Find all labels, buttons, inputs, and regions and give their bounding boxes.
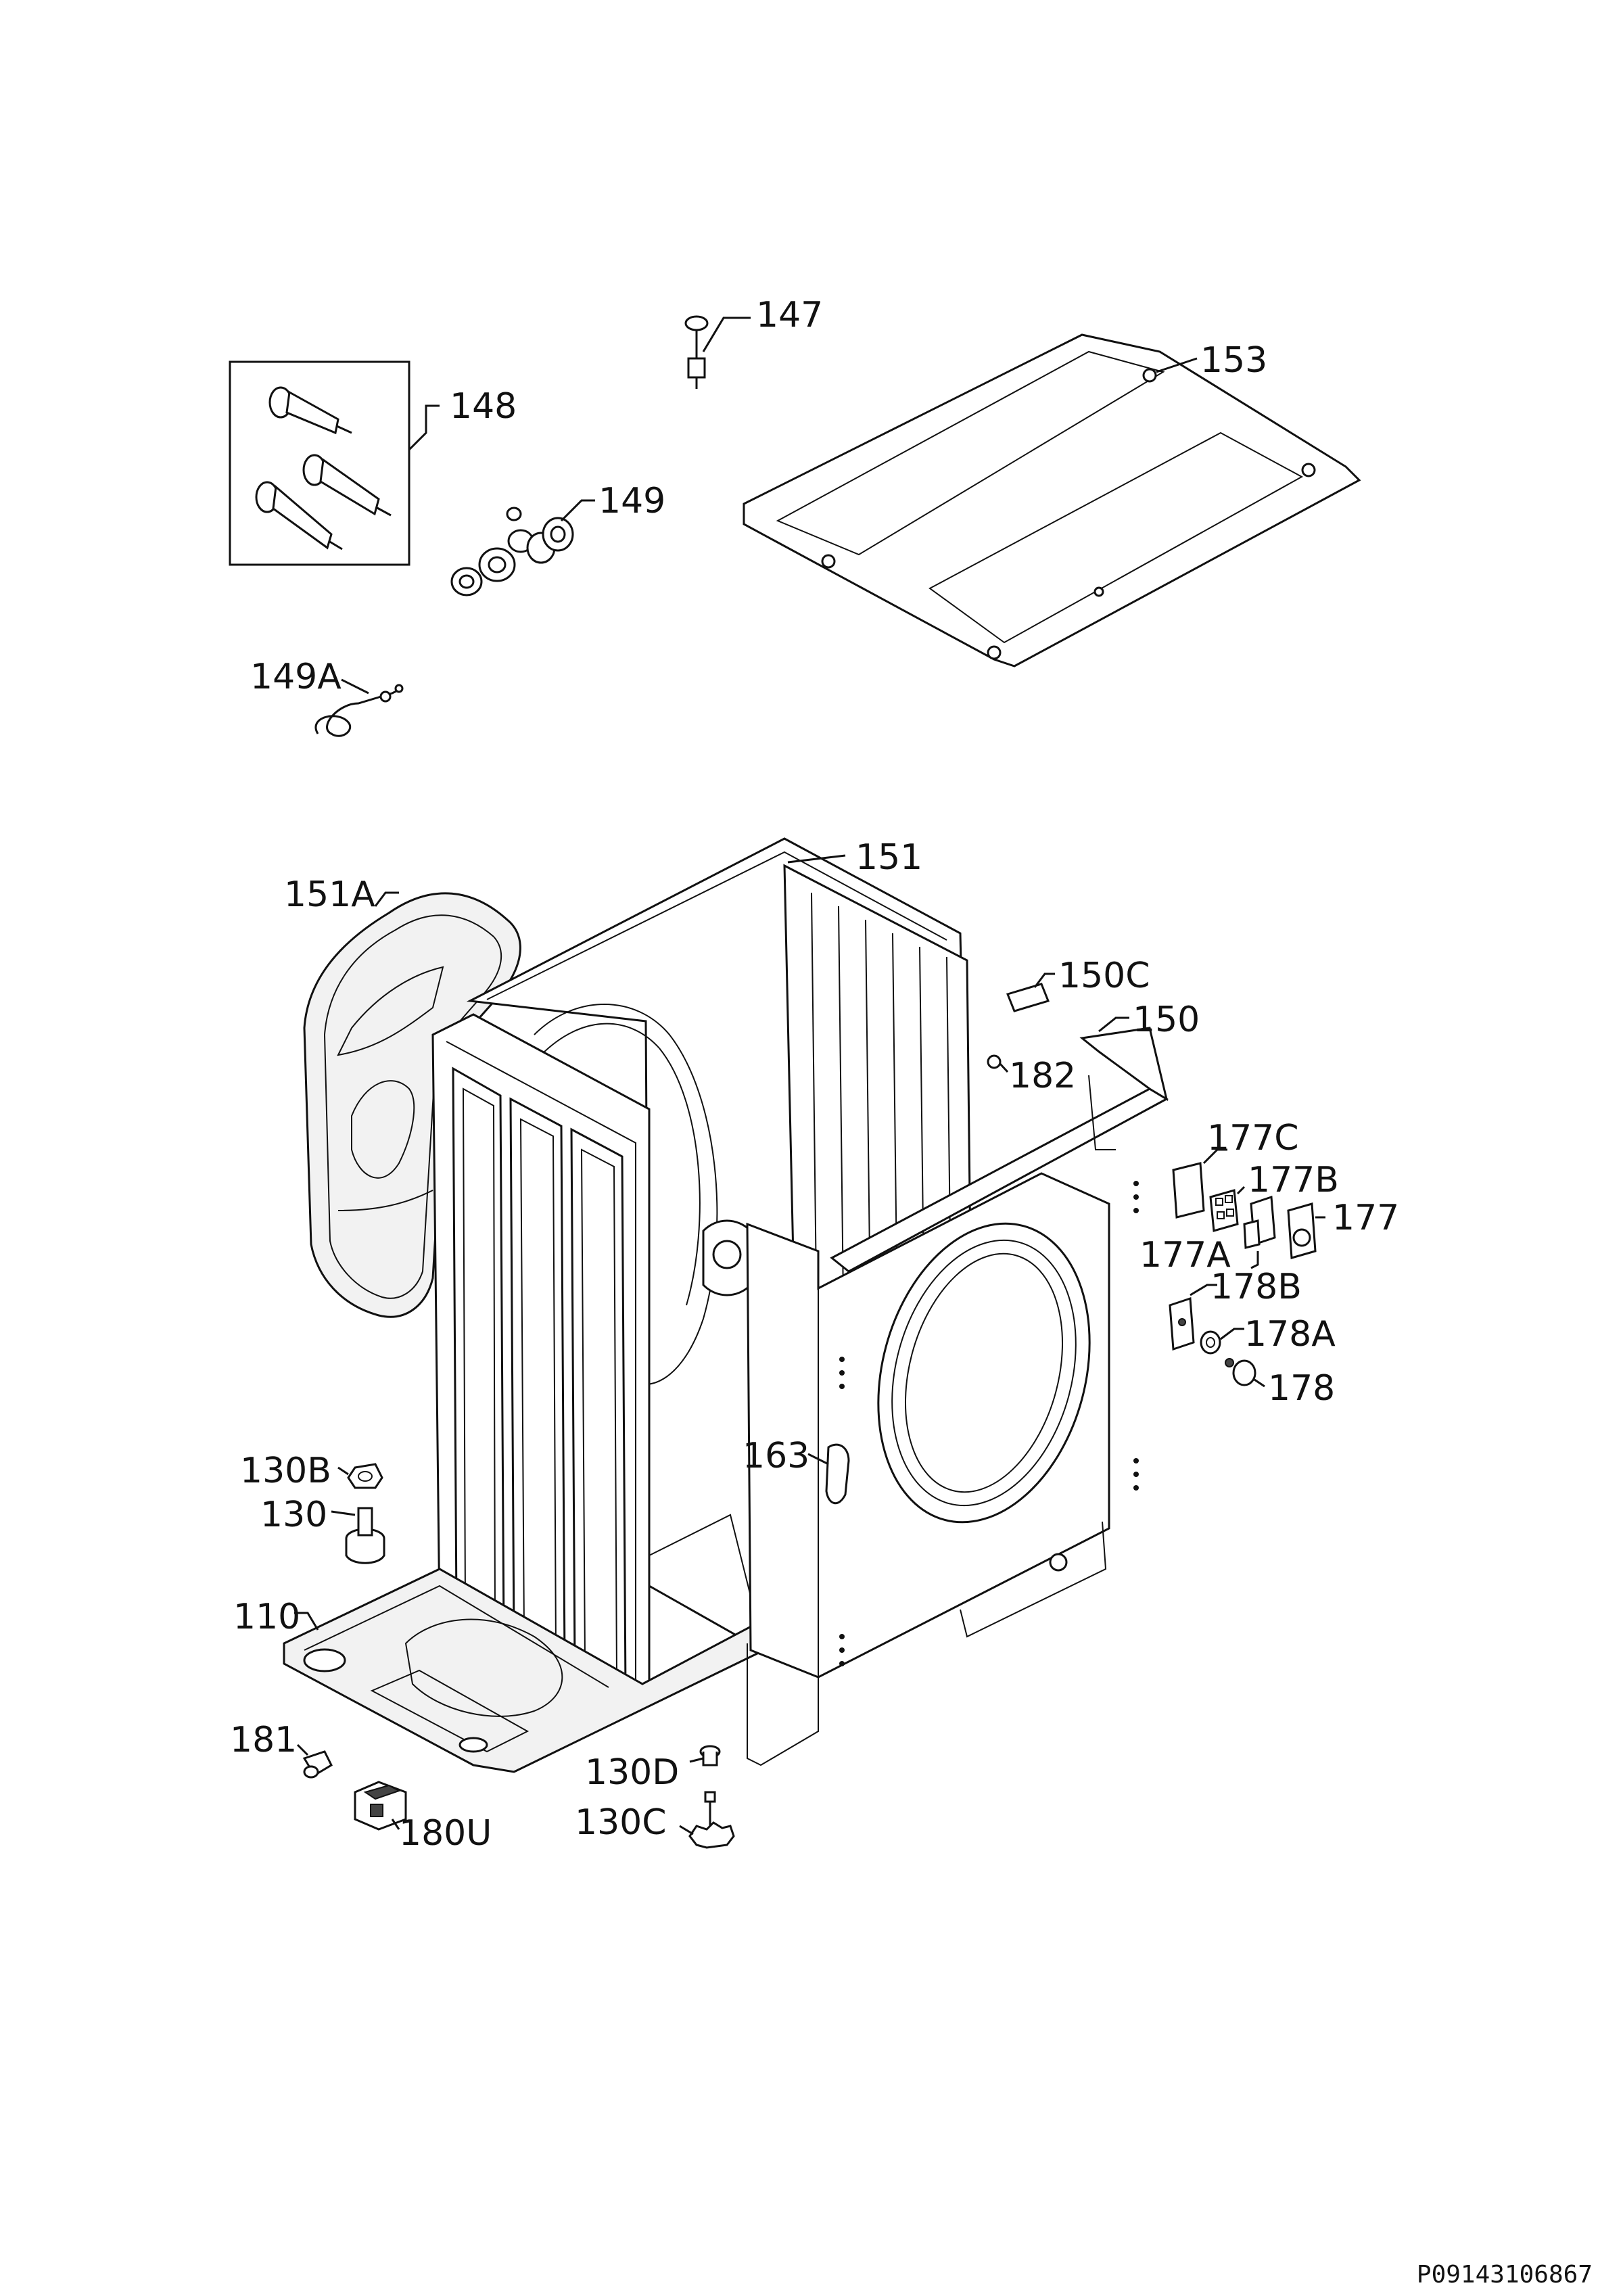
label-177: 177 bbox=[1332, 1198, 1399, 1238]
label-150C: 150C bbox=[1058, 956, 1150, 996]
label-110: 110 bbox=[233, 1597, 300, 1637]
label-130C: 130C bbox=[575, 1802, 667, 1843]
part-130B-nut bbox=[337, 1463, 383, 1489]
part-148-transport-bolts bbox=[229, 360, 440, 566]
part-149-rings bbox=[450, 499, 595, 596]
label-178: 178 bbox=[1268, 1368, 1335, 1409]
label-149: 149 bbox=[598, 481, 665, 521]
label-177B: 177B bbox=[1248, 1160, 1339, 1200]
label-148: 148 bbox=[450, 386, 517, 427]
label-163: 163 bbox=[743, 1436, 809, 1476]
label-130D: 130D bbox=[585, 1752, 679, 1793]
label-177C: 177C bbox=[1207, 1118, 1299, 1158]
part-180U-module bbox=[354, 1781, 407, 1831]
label-149A: 149A bbox=[250, 657, 342, 697]
part-178-group bbox=[1169, 1284, 1265, 1388]
label-178B: 178B bbox=[1210, 1267, 1302, 1307]
label-150: 150 bbox=[1133, 1000, 1200, 1040]
part-153-top-panel bbox=[743, 333, 1361, 667]
label-151A: 151A bbox=[284, 874, 375, 915]
label-130B: 130B bbox=[240, 1451, 331, 1491]
label-151: 151 bbox=[855, 837, 922, 878]
part-181-fastener bbox=[296, 1743, 333, 1779]
label-153: 153 bbox=[1200, 340, 1267, 381]
label-182: 182 bbox=[1009, 1056, 1076, 1096]
label-177A: 177A bbox=[1139, 1235, 1231, 1275]
front-panel bbox=[746, 1172, 1139, 1766]
diagram-code: P09143106867 bbox=[1417, 2261, 1593, 2289]
label-178A: 178A bbox=[1244, 1314, 1336, 1355]
part-151A-rear-panel bbox=[303, 891, 521, 1318]
part-130-foot bbox=[331, 1507, 385, 1564]
left-side-panel bbox=[431, 1013, 651, 1719]
part-150-front-frame bbox=[830, 1016, 1169, 1273]
part-147-pin bbox=[684, 315, 751, 389]
label-130: 130 bbox=[260, 1495, 327, 1535]
label-181: 181 bbox=[230, 1720, 297, 1760]
part-130C-foot bbox=[679, 1791, 735, 1849]
part-177-group bbox=[1172, 1148, 1325, 1269]
label-147: 147 bbox=[756, 295, 823, 335]
label-180U: 180U bbox=[399, 1813, 492, 1854]
part-149A-cable bbox=[314, 678, 404, 737]
part-150C-clip bbox=[1006, 973, 1055, 1012]
part-182-screw bbox=[987, 1054, 1009, 1073]
part-130D-cap bbox=[689, 1745, 721, 1766]
